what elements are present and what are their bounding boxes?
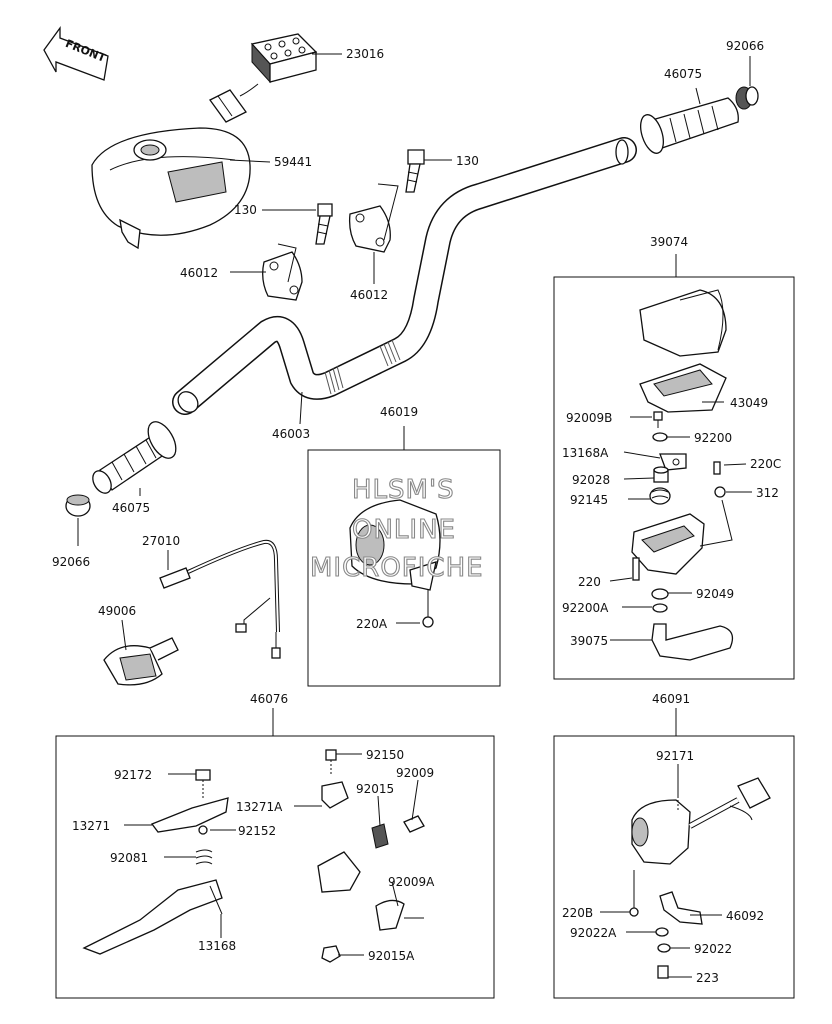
label-92152: 92152 [238,824,276,838]
label-92171: 92171 [656,749,694,763]
clamp-right [348,205,391,253]
label-92066-left: 92066 [52,555,90,569]
label-130-left: 130 [234,203,257,217]
label-49006: 49006 [98,604,136,618]
cable-27010 [159,539,281,659]
label-59441: 59441 [274,155,312,169]
switch-49006 [103,637,179,686]
label-92145: 92145 [570,493,608,507]
label-92049: 92049 [696,587,734,601]
label-13271: 13271 [72,819,110,833]
label-312: 312 [756,486,779,500]
label-46076: 46076 [250,692,288,706]
box-46091 [553,735,795,999]
label-220: 220 [578,575,601,589]
label-39075: 39075 [570,634,608,648]
part-labels: 23016 59441 130 130 46012 46012 46003 46… [52,39,781,985]
label-92200: 92200 [694,431,732,445]
label-43049: 43049 [730,396,768,410]
label-92150: 92150 [366,748,404,762]
plug-92066-left [65,494,91,517]
handlebar [172,137,637,415]
label-92009: 92009 [396,766,434,780]
grip-right [640,97,739,154]
label-46075-right: 46075 [664,67,702,81]
svg-text:ONLINE: ONLINE [352,515,456,545]
housing-46019 [349,499,441,628]
label-220B: 220B [562,906,593,920]
label-92022: 92022 [694,942,732,956]
svg-text:HLSM'S: HLSM'S [352,475,455,505]
bolt-130-left [315,203,333,245]
label-27010: 27010 [142,534,180,548]
watermark: HLSM'S ONLINE MICROFICHE [309,474,484,583]
grip-left [92,421,177,494]
label-92009B: 92009B [566,411,612,425]
label-223: 223 [696,971,719,985]
label-46075-left: 46075 [112,501,150,515]
label-92172: 92172 [114,768,152,782]
label-46092: 46092 [726,909,764,923]
label-46012-right: 46012 [350,288,388,302]
label-13271A: 13271A [236,800,283,814]
box-39074 [553,276,795,680]
bolt-130-right [405,149,425,193]
box-46076 [55,735,495,999]
leader-lines [77,53,752,978]
assembly-39074 [631,289,734,661]
plug-92066-right [735,86,759,110]
label-130-right: 130 [456,154,479,168]
handlebar-cover [91,127,251,250]
label-46003: 46003 [272,427,310,441]
label-220C: 220C [750,457,781,471]
label-92015: 92015 [356,782,394,796]
lever-group-46076 [82,749,425,963]
label-92009A: 92009A [388,875,435,889]
label-92066-right: 92066 [726,39,764,53]
label-13168A: 13168A [562,446,609,460]
label-92081: 92081 [110,851,148,865]
label-46091: 46091 [652,692,690,706]
label-92015A: 92015A [368,949,415,963]
label-46019: 46019 [380,405,418,419]
label-92022A: 92022A [570,926,617,940]
label-13168: 13168 [198,939,236,953]
svg-text:MICROFICHE: MICROFICHE [310,553,484,583]
label-92200A: 92200A [562,601,609,615]
clamp-left [262,251,303,301]
front-arrow: FRONT [43,26,109,81]
label-23016: 23016 [346,47,384,61]
label-92028: 92028 [572,473,610,487]
switch-group-46091 [629,777,771,979]
label-46012-left: 46012 [180,266,218,280]
switch-23016 [209,33,318,123]
label-39074: 39074 [650,235,688,249]
label-220A: 220A [356,617,388,631]
